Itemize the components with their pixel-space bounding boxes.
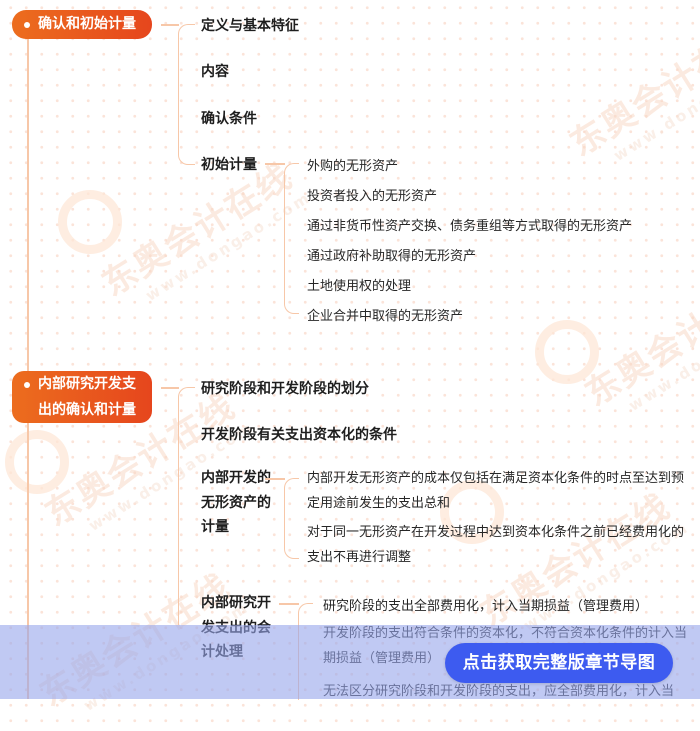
topic-label: 内部研究开发支出的确认和计量 [38,376,136,418]
connector [178,517,195,625]
connector [265,163,285,165]
leaf-research-expensed[interactable]: 研究阶段的支出全部费用化，计入当期损益（管理费用） [323,599,649,614]
connector [284,518,299,559]
topic-recognition-initial-measurement[interactable]: 确认和初始计量 [12,10,152,39]
topic-label: 确认和初始计量 [38,16,136,32]
leaf-cost-composition[interactable]: 内部开发无形资产的成本仅包括在满足资本化条件的时点至达到预定用途前发生的支出总和 [307,471,685,511]
connector [161,387,179,389]
topic-internal-rd-expenditure[interactable]: 内部研究开发支出的确认和计量 [12,371,152,423]
leaf-land-use-right[interactable]: 土地使用权的处理 [307,279,412,294]
connector [265,478,285,480]
leaf-no-readjustment[interactable]: 对于同一无形资产在开发过程中达到资本化条件之前已经费用化的支出不再进行调整 [307,525,685,565]
node-content[interactable]: 内容 [201,64,229,80]
watermark: 东奥会计在线 www.dongao.com [578,266,700,415]
mindmap-canvas: 东奥会计在线 www.dongao.com 东奥会计在线 www.dongao.… [5,10,700,715]
node-definition-features[interactable]: 定义与基本特征 [201,18,299,34]
watermark-logo-icon [58,190,122,254]
connector [178,387,195,518]
leaf-business-combination[interactable]: 企业合并中取得的无形资产 [307,309,464,324]
node-research-development-division[interactable]: 研究阶段和开发阶段的划分 [201,381,369,397]
connector [178,24,195,95]
watermark: 东奥会计在线 www.dongao.com [563,16,700,165]
connector [178,94,195,165]
node-recognition-conditions[interactable]: 确认条件 [201,111,257,127]
watermark-logo-icon [535,320,599,384]
leaf-nonmonetary-exchange[interactable]: 通过非货币性资产交换、债务重组等方式取得的无形资产 [307,219,633,234]
watermark-logo-icon [5,430,69,494]
connector [284,238,299,314]
leaf-purchased-intangible[interactable]: 外购的无形资产 [307,159,399,174]
bullet-icon [24,22,30,28]
get-full-mindmap-button[interactable]: 点击获取完整版章节导图 [445,643,673,683]
bullet-icon [24,382,30,388]
connector [284,478,299,519]
leaf-government-grant[interactable]: 通过政府补助取得的无形资产 [307,249,477,264]
main-spine-connector [27,36,29,699]
leaf-investor-contributed[interactable]: 投资者投入的无形资产 [307,189,438,204]
node-capitalization-conditions[interactable]: 开发阶段有关支出资本化的条件 [201,427,397,443]
connector [284,163,299,239]
connector [279,603,299,605]
node-internal-intangible-measurement[interactable]: 内部开发的无形资产的计量 [201,470,271,535]
connector [161,24,179,26]
node-initial-measurement[interactable]: 初始计量 [201,157,257,173]
